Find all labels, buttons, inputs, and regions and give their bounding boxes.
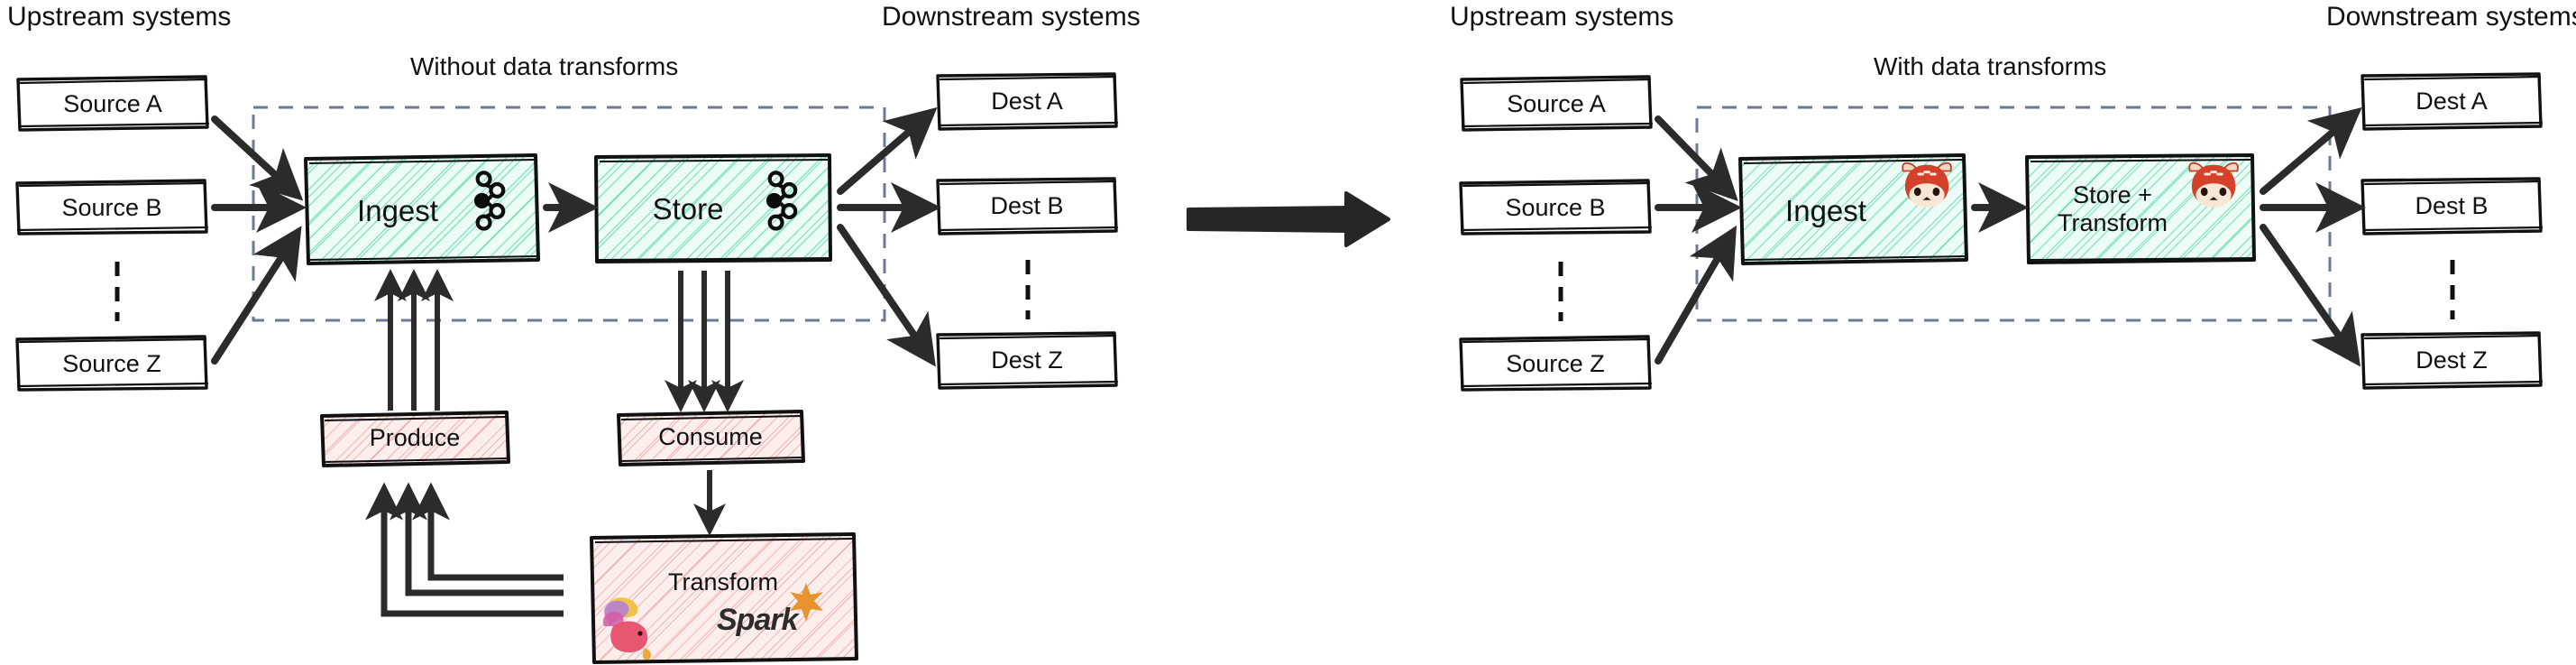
consume-label[interactable]: Consume [658,423,763,451]
panel-title-without: Without data transforms [410,52,679,80]
upstream-label-left: Upstream systems [7,2,232,32]
upstream-label-right: Upstream systems [1450,2,1674,32]
source-box-z-left[interactable]: Source Z [62,350,161,378]
dest-box-a-left[interactable]: Dest A [991,88,1063,115]
source-box-b-right[interactable]: Source B [1505,194,1606,222]
dest-box-b-right[interactable]: Dest B [2415,192,2489,220]
source-box-z-right[interactable]: Source Z [1506,350,1605,378]
transform-to-produce-arrows [365,482,564,617]
downstream-label-right: Downstream systems [2326,2,2576,32]
source-box-b-left[interactable]: Source B [61,194,162,222]
source-box-a-right[interactable]: Source A [1507,90,1606,118]
dest-box-z-right[interactable]: Dest Z [2416,346,2488,374]
ingest-label-right[interactable]: Ingest [1785,194,1866,228]
downstream-label-left: Downstream systems [882,2,1141,32]
big-right-arrow [1187,191,1390,247]
dest-box-z-left[interactable]: Dest Z [991,346,1063,374]
produce-to-ingest-arrows [374,269,454,411]
spark-wordmark: Spark [717,603,798,637]
transform-label[interactable]: Transform [667,568,778,596]
ingest-label-left[interactable]: Ingest [357,194,438,228]
store-label-left[interactable]: Store [652,192,724,226]
dest-box-b-left[interactable]: Dest B [990,192,1064,220]
dest-box-a-right[interactable]: Dest A [2416,88,2488,115]
produce-label[interactable]: Produce [369,424,461,452]
store-transform-label-right[interactable]: Store + Transform [2057,180,2168,236]
flink-squirrel-icon [602,597,651,660]
store-to-consume-arrows [665,271,744,412]
panel-title-with: With data transforms [1874,52,2107,80]
source-box-a-left[interactable]: Source A [63,90,162,118]
